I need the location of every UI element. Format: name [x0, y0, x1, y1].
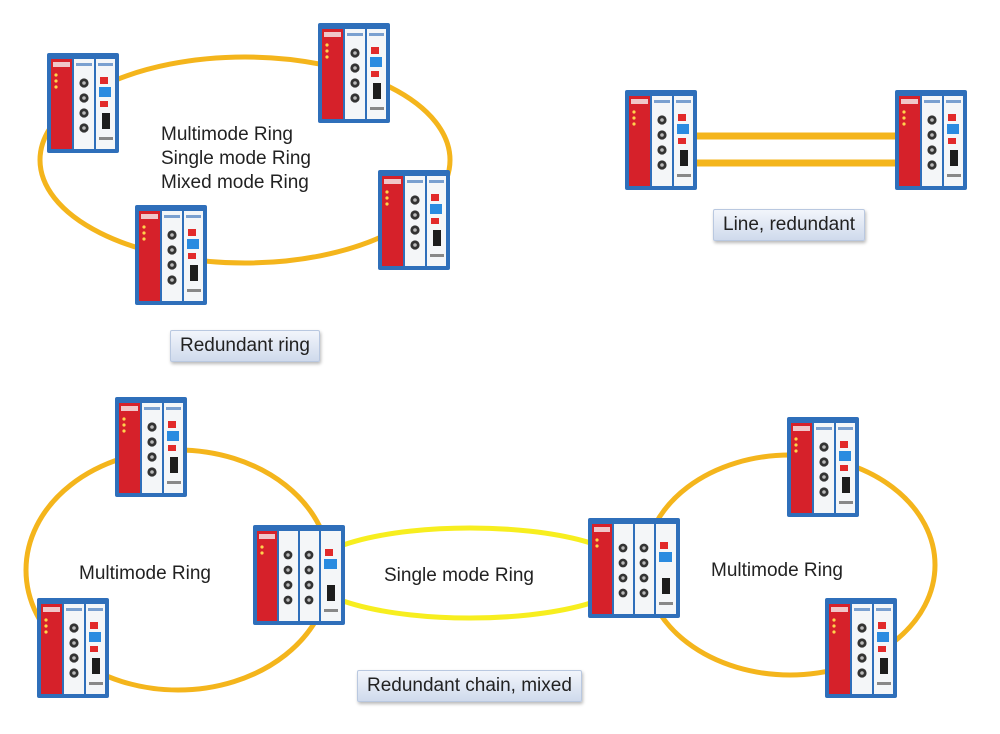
fiber-optic-switch-module-icon	[135, 205, 207, 305]
fiber-optic-switch-module-icon	[588, 518, 680, 618]
redundant-ring-fiber	[37, 54, 453, 266]
fiber-optic-switch-module-icon	[115, 397, 187, 497]
fiber-optic-switch-module-icon	[318, 23, 390, 123]
redundant-ring-label-line2: Single mode Ring	[161, 148, 311, 169]
chain-left-ring-label: Multimode Ring	[79, 563, 211, 584]
redundant-ring-label-line1: Multimode Ring	[161, 124, 293, 145]
redundant-ring-caption: Redundant ring	[170, 330, 320, 362]
chain-right-ring-label: Multimode Ring	[711, 560, 843, 581]
fiber-optic-switch-module-icon	[787, 417, 859, 517]
redundant-chain-caption: Redundant chain, mixed	[357, 670, 582, 702]
fiber-optic-switch-module-icon	[253, 525, 345, 625]
fiber-optic-switch-module-icon	[825, 598, 897, 698]
fiber-optic-switch-module-icon	[378, 170, 450, 270]
fiber-optic-switch-module-icon	[47, 53, 119, 153]
redundant-ring-label-line3: Mixed mode Ring	[161, 172, 309, 193]
fiber-optic-switch-module-icon	[895, 90, 967, 190]
fiber-optic-switch-module-icon	[625, 90, 697, 190]
line-redundant-caption: Line, redundant	[713, 209, 866, 241]
redundant-ring-label: Multimode Ring Single mode Ring Mixed mo…	[161, 123, 311, 195]
fiber-optic-switch-module-icon	[37, 598, 109, 698]
chain-middle-ring-label: Single mode Ring	[384, 565, 534, 586]
